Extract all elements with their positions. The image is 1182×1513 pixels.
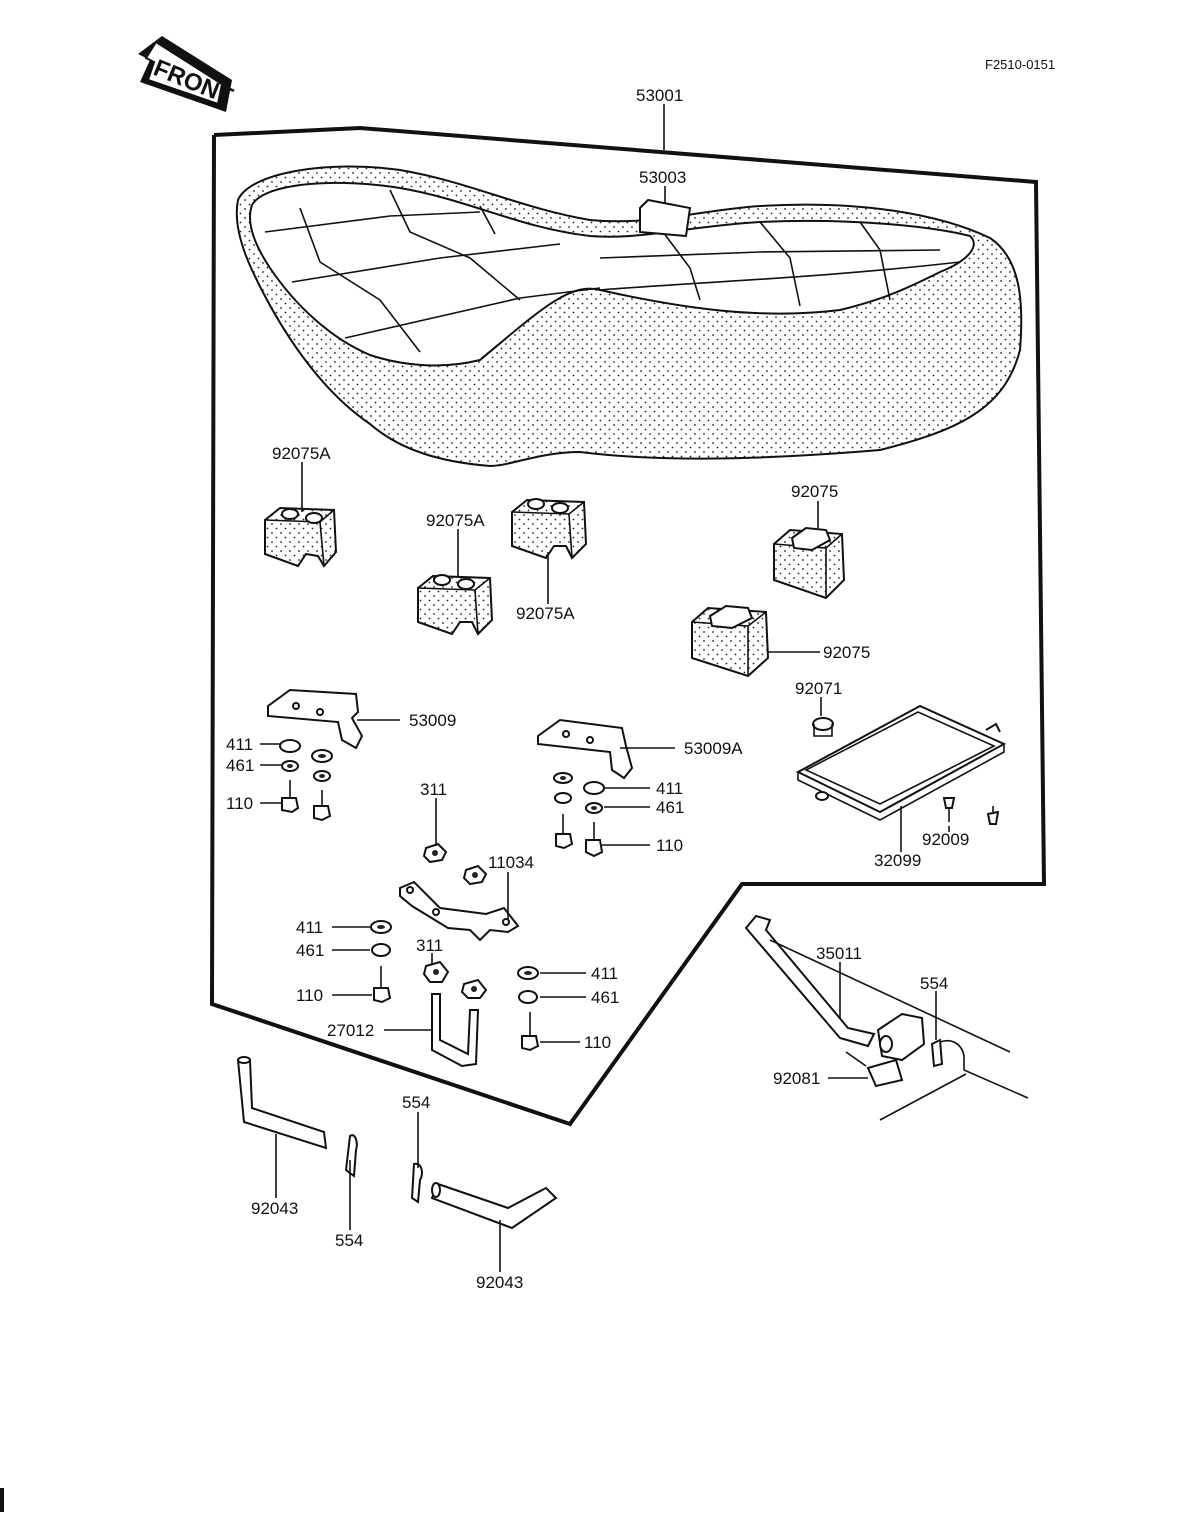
damper-92075A-mid-icon bbox=[417, 574, 494, 636]
label-tray: 32099 bbox=[874, 851, 921, 870]
label-damper-rear-top: 92075 bbox=[791, 482, 838, 501]
seat-lock-lever-icon bbox=[744, 914, 1029, 1121]
front-arrow-icon: FRONT bbox=[138, 36, 237, 112]
label-washer-right: 411 bbox=[656, 779, 683, 798]
label-lockwasher-left: 461 bbox=[226, 756, 254, 775]
label-damper-front-left: 92075A bbox=[272, 444, 331, 463]
label-bracket-right: 53009A bbox=[684, 739, 743, 758]
screw-92009-icon bbox=[942, 797, 1000, 825]
label-lockwasher-right: 461 bbox=[656, 798, 684, 817]
leader-lines bbox=[260, 104, 950, 1272]
label-lockwasher-lower-right: 461 bbox=[591, 988, 619, 1007]
label-bolt-lower-right: 110 bbox=[584, 1033, 611, 1052]
pin-left-icon bbox=[236, 1056, 328, 1150]
label-damper-front-right: 92075A bbox=[516, 604, 575, 623]
bracket-53009-icon bbox=[267, 688, 364, 750]
label-seat-lock-lever: 35011 bbox=[816, 944, 862, 963]
label-damper-front-mid: 92075A bbox=[426, 511, 485, 530]
label-bolt-right: 110 bbox=[656, 836, 683, 855]
label-cotter-pin-center: 554 bbox=[402, 1093, 430, 1112]
cotter-pin-left-icon bbox=[344, 1134, 358, 1178]
label-seat-assembly: 53001 bbox=[636, 86, 683, 105]
label-washer-lower-left: 411 bbox=[296, 918, 323, 937]
label-pin-left: 92043 bbox=[251, 1199, 298, 1218]
part-labels: 53001 53003 92075A 92075A 92075A 92075 9… bbox=[226, 86, 969, 1292]
bracket-53009A-icon bbox=[537, 718, 634, 780]
damper-92075-top-icon bbox=[773, 526, 846, 600]
label-washer-lower-right: 411 bbox=[591, 964, 618, 983]
cotter-pin-center-icon bbox=[410, 1162, 423, 1204]
label-bolt-lower-left: 110 bbox=[296, 986, 323, 1005]
label-damper-rear-bottom: 92075 bbox=[823, 643, 870, 662]
damper-92075A-right-icon bbox=[511, 498, 588, 560]
seat-illustration bbox=[235, 165, 1023, 468]
hardware-icons bbox=[279, 739, 605, 1052]
u-bolt-icon bbox=[431, 993, 480, 1068]
label-lockwasher-lower-left: 461 bbox=[296, 941, 324, 960]
label-u-bolt: 27012 bbox=[327, 1021, 374, 1040]
damper-92075-bottom-icon bbox=[691, 604, 770, 678]
label-spring: 92081 bbox=[773, 1069, 820, 1088]
label-seat-strap: 53003 bbox=[639, 168, 686, 187]
bracket-11034-icon bbox=[399, 880, 520, 942]
label-bracket-center: 11034 bbox=[488, 853, 534, 872]
assembly-frame bbox=[209, 125, 1047, 1127]
label-tray-screw: 92009 bbox=[922, 830, 969, 849]
figure-code: F2510-0151 bbox=[985, 57, 1055, 72]
label-grommet: 92071 bbox=[795, 679, 842, 698]
pin-center-icon bbox=[430, 1182, 558, 1230]
label-nut-upper: 311 bbox=[420, 780, 447, 799]
label-pin-center: 92043 bbox=[476, 1273, 523, 1292]
label-bracket-left: 53009 bbox=[409, 711, 456, 730]
tray-icon bbox=[795, 704, 1007, 821]
label-nut-lower: 311 bbox=[416, 936, 443, 955]
label-cotter-pin-left: 554 bbox=[335, 1231, 363, 1250]
label-cotter-pin-lock: 554 bbox=[920, 974, 948, 993]
label-bolt-left: 110 bbox=[226, 794, 253, 813]
label-washer-left: 411 bbox=[226, 735, 253, 754]
damper-92075A-left-icon bbox=[264, 506, 338, 568]
scan-edge-mark bbox=[0, 1488, 4, 1512]
